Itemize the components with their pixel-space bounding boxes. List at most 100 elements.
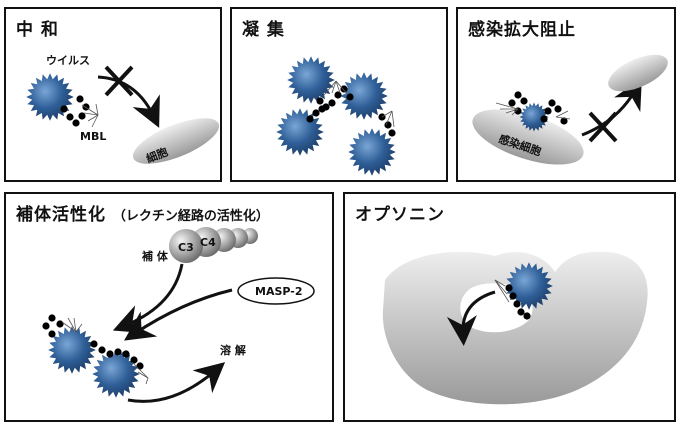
mbl-strand [67,317,77,333]
target-cell [608,54,668,92]
mbl-bead [130,356,138,364]
mbl-strand [555,110,569,118]
mbl-bead [334,91,342,99]
mbl-strand [61,321,77,333]
mbl-bead [513,300,521,308]
mbl-bead [554,105,562,113]
mbl-bead [78,112,86,120]
mbl-strand [75,323,83,333]
macrophage [382,251,648,405]
virus [348,128,396,176]
mbl-bead [346,93,354,101]
mbl-strand [145,377,149,385]
mbl-chain [306,105,326,123]
title-sub: （レクチン経路の活性化） [112,209,269,224]
mbl-chain [505,284,531,320]
virus-body [92,350,140,398]
mbl-bead [42,322,50,330]
cell [132,118,220,164]
mbl-strand [331,80,337,94]
panel-title: 補体活性化 （レクチン経路の活性化） [16,200,269,225]
panel-title: 凝 集 [242,20,285,40]
mbl-strand [335,80,341,94]
mbl-strand [381,110,393,118]
mbl-strand [385,110,393,126]
mbl-chain [60,95,90,127]
arrow [127,362,226,403]
virus-body [48,326,96,374]
mbl-bead [340,85,348,93]
virus-label: ウイルス [46,54,90,67]
mbl-bead [318,105,326,113]
mbl-lines [131,361,149,385]
virus-body [287,56,335,104]
mbl-chain [508,91,528,115]
panel-spread-inhibition: 感染拡大阻止 感染細胞 [456,7,676,182]
mbl-strand [137,371,149,379]
mbl-bead [48,330,56,338]
mbl-strand [335,80,349,96]
mbl-strand [73,317,77,333]
mbl-bead [106,350,114,358]
mbl-bead [509,292,517,300]
mbl-strand [494,279,510,303]
lysis-label: 溶 解 [220,344,246,357]
opsonin-diagram [382,251,648,405]
mbl-strand [555,116,571,120]
mbl-strand [494,279,506,287]
mbl-bead [136,362,144,370]
virus [287,56,335,104]
mbl-strand [131,361,149,379]
virus-body [340,72,388,120]
panel-opsonin: オプソニン 溶 解 [343,192,676,422]
neutralization-diagram [26,65,220,164]
mbl-lines [323,80,349,96]
block-x-icon [104,65,134,97]
virus-body [519,102,549,132]
masp-text: MASP-2 [255,285,302,298]
mbl-strand [494,279,508,295]
mbl-chain [540,99,568,125]
mbl-strand [323,80,337,96]
mbl-strand [511,108,519,116]
mbl-lines [81,103,99,128]
mbl-chain [316,85,354,111]
mbl-bead [76,95,84,103]
block-x-icon [588,111,618,143]
mbl-bead [60,105,68,113]
mbl-bead [306,115,314,123]
mbl-bead [520,97,528,105]
mbl-lines [381,110,395,128]
infected-cell [472,109,584,165]
complement-label: 補 体 [142,250,168,263]
virus [340,72,388,120]
mbl-bead [114,348,122,356]
panel-title: オプソニン [355,205,445,225]
mbl-strand [391,110,395,128]
mbl-strand [505,108,519,114]
mbl-bead [328,99,336,107]
mbl-strand [81,104,99,116]
mbl-label: MBL [80,130,107,143]
mbl-chain [378,113,396,137]
mbl-bead [514,91,522,99]
arrow [97,75,160,128]
virus [505,262,553,310]
mbl-lines [495,102,519,116]
spread-inhibition-diagram [472,54,668,165]
virus-body [348,128,396,176]
virus-body [26,73,74,121]
mbl-bead [384,121,392,129]
complement-diagram: C3 C4 MASP-2 [42,227,315,403]
mbl-bead [122,350,130,358]
c4-text: C4 [200,236,216,249]
mbl-bead [48,314,56,322]
arrow [112,263,184,334]
mbl-bead [98,346,106,354]
mbl-strand [495,102,519,110]
virus [92,350,140,398]
panel-neutralization: 中 和 ウイルス MBL 細胞 [4,7,222,182]
panel-title: 感染拡大阻止 [468,20,576,40]
mbl-bead [540,115,548,123]
mbl-bead [72,119,80,127]
